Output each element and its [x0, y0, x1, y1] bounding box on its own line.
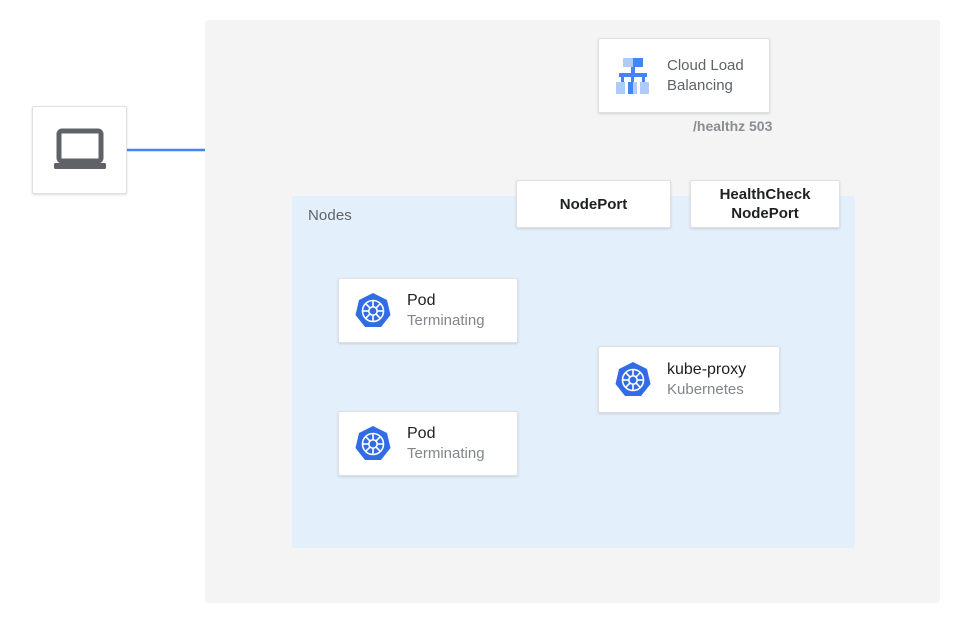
- kubernetes-icon: [355, 292, 391, 327]
- kube-proxy-box[interactable]: kube-proxy Kubernetes: [598, 346, 780, 413]
- nodeport-box[interactable]: NodePort: [516, 180, 671, 228]
- nodes-panel-label: Nodes: [308, 207, 352, 224]
- pod-box-1[interactable]: Pod Terminating: [338, 278, 518, 343]
- pod-title: Pod: [407, 291, 436, 309]
- laptop-icon: [53, 128, 106, 169]
- healthcheck-nodeport-label: HealthCheck NodePort: [719, 186, 811, 222]
- client-laptop-box[interactable]: [32, 106, 127, 194]
- kubernetes-icon: [355, 425, 391, 460]
- kubernetes-icon: [615, 361, 651, 396]
- kube-proxy-title: kube-proxy: [667, 360, 747, 378]
- pod-box-2[interactable]: Pod Terminating: [338, 411, 518, 476]
- healthz-status-label: /healthz 503: [693, 118, 773, 134]
- healthcheck-nodeport-box[interactable]: HealthCheck NodePort: [690, 180, 840, 228]
- pod-title: Pod: [407, 424, 436, 442]
- pod-status: Terminating: [407, 444, 485, 462]
- pod-status: Terminating: [407, 311, 485, 329]
- cloud-load-balancing-label: Cloud Load Balancing: [667, 56, 744, 94]
- cloud-load-balancing-box[interactable]: Cloud Load Balancing: [598, 38, 770, 113]
- kube-proxy-subtitle: Kubernetes: [667, 380, 744, 398]
- cloud-load-balancing-icon: [616, 57, 649, 94]
- nodeport-label: NodePort: [559, 195, 628, 213]
